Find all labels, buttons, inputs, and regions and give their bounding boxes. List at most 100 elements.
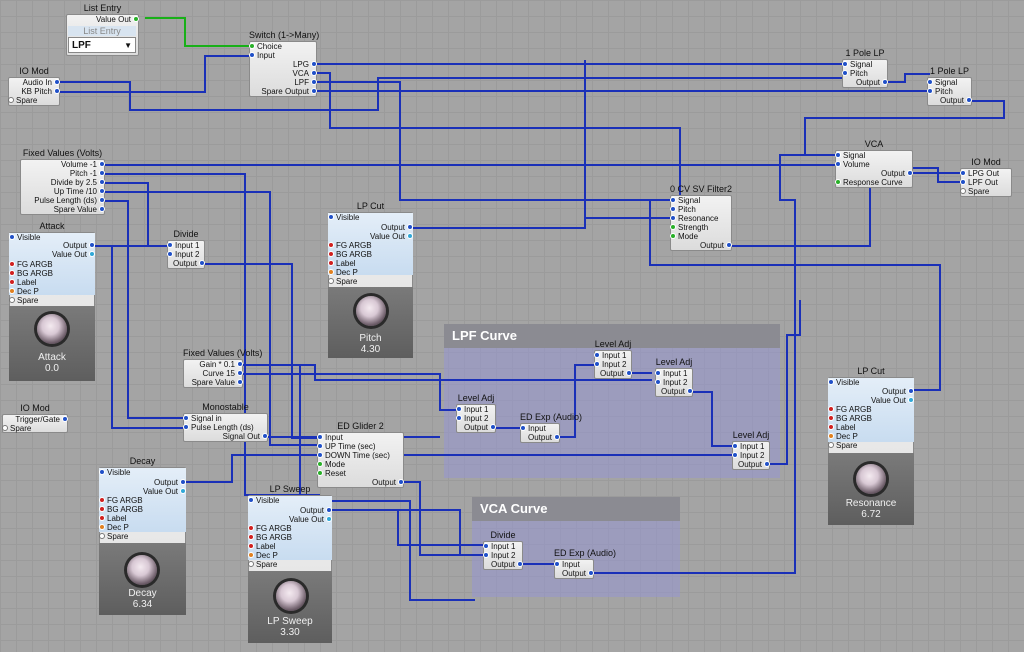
output-port[interactable]: Output (528, 433, 560, 442)
spare-value-port[interactable]: Spare Value (192, 378, 243, 387)
value-out-port[interactable]: Value Out (52, 250, 95, 259)
lpf-port[interactable]: LPF (294, 78, 317, 87)
value-out-port[interactable]: Value Out (96, 15, 139, 24)
lpg-port[interactable]: LPG (293, 60, 317, 69)
dec-p-port[interactable]: Dec P (328, 268, 358, 277)
output-port[interactable]: Output (300, 506, 332, 515)
value-out-port[interactable]: Value Out (289, 515, 332, 524)
level-adj-module[interactable]: Level Adj Input 1 Input 2 Output (732, 430, 770, 470)
ed-glider-module[interactable]: ED Glider 2 Input UP Time (sec) DOWN Tim… (317, 421, 404, 488)
volume-port[interactable]: Volume (835, 160, 870, 169)
visible-port[interactable]: Visible (99, 468, 130, 477)
fg-argb-port[interactable]: FG ARGB (248, 524, 292, 533)
io-mod-input-module[interactable]: IO Mod Audio In KB Pitch Spare (8, 66, 60, 106)
input2-port[interactable]: Input 2 (167, 250, 199, 259)
label-port[interactable]: Label (9, 278, 37, 287)
value-out-port[interactable]: Value Out (370, 232, 413, 241)
fg-argb-port[interactable]: FG ARGB (328, 241, 372, 250)
kb-pitch-port[interactable]: KB Pitch (21, 87, 60, 96)
vca-module[interactable]: VCA Signal Volume Output Response Curve (835, 139, 913, 188)
input-port[interactable]: Input (554, 560, 580, 569)
visible-port[interactable]: Visible (328, 213, 359, 222)
choice-port[interactable]: Choice (249, 42, 282, 51)
volume-port[interactable]: Volume -1 (61, 160, 105, 169)
audio-in-port[interactable]: Audio In (23, 78, 60, 87)
dec-p-port[interactable]: Dec P (9, 287, 39, 296)
signal-port[interactable]: Signal (835, 151, 865, 160)
output-port[interactable]: Output (882, 387, 914, 396)
level-adj-module[interactable]: Level Adj Input 1 Input 2 Output (594, 339, 632, 379)
output-port[interactable]: Output (700, 241, 732, 250)
pitch-port[interactable]: Pitch -1 (70, 169, 105, 178)
pulse-length-port[interactable]: Pulse Length (ds) (183, 423, 254, 432)
input-port[interactable]: Input (520, 424, 546, 433)
pulse-length-port[interactable]: Pulse Length (ds) (34, 196, 105, 205)
response-curve-port[interactable]: Response Curve (835, 178, 903, 187)
pitch-port[interactable]: Pitch (927, 87, 953, 96)
output-port[interactable]: Output (940, 96, 972, 105)
level-adj-module[interactable]: Level Adj Input 1 Input 2 Output (456, 393, 496, 433)
bg-argb-port[interactable]: BG ARGB (9, 269, 53, 278)
value-out-port[interactable]: Value Out (871, 396, 914, 405)
one-pole-lp-module[interactable]: 1 Pole LP Signal Pitch Output (842, 48, 888, 88)
resonance-knob[interactable] (856, 464, 886, 494)
label-port[interactable]: Label (328, 259, 356, 268)
fixed-values-module[interactable]: Fixed Values (Volts) Volume -1 Pitch -1 … (20, 148, 105, 215)
signal-port[interactable]: Signal (842, 60, 872, 69)
input2-port[interactable]: Input 2 (483, 551, 515, 560)
input1-port[interactable]: Input 1 (483, 542, 515, 551)
mode-port[interactable]: Mode (670, 232, 698, 241)
up-time-port[interactable]: UP Time (sec) (317, 442, 376, 451)
spare-port[interactable]: Spare (9, 296, 38, 305)
strength-port[interactable]: Strength (670, 223, 708, 232)
output-port[interactable]: Output (562, 569, 594, 578)
sv-filter-module[interactable]: 0 CV SV Filter2 Signal Pitch Resonance S… (670, 184, 732, 251)
signal-out-port[interactable]: Signal Out (223, 432, 268, 441)
visible-port[interactable]: Visible (9, 233, 40, 242)
label-port[interactable]: Label (828, 423, 856, 432)
visible-port[interactable]: Visible (248, 496, 279, 505)
output-port[interactable]: Output (856, 78, 888, 87)
lpg-out-port[interactable]: LPG Out (960, 169, 999, 178)
input2-port[interactable]: Input 2 (456, 414, 488, 423)
spare-port[interactable]: Spare (960, 187, 989, 196)
list-entry-module[interactable]: List Entry Value Out List Entry LPF▼ (66, 3, 139, 56)
output-port[interactable]: Output (600, 369, 632, 378)
label-port[interactable]: Label (248, 542, 276, 551)
monostable-module[interactable]: Monostable Signal in Pulse Length (ds) S… (183, 402, 268, 442)
output-port[interactable]: Output (661, 387, 693, 396)
input1-port[interactable]: Input 1 (655, 369, 687, 378)
input1-port[interactable]: Input 1 (732, 442, 764, 451)
output-port[interactable]: Output (154, 478, 186, 487)
spare-port[interactable]: Spare (99, 532, 128, 541)
bg-argb-port[interactable]: BG ARGB (248, 533, 292, 542)
up-time-port[interactable]: Up Time /10 (54, 187, 105, 196)
attack-knob-module[interactable]: Attack Visible Output Value Out FG ARGB … (9, 221, 95, 381)
output-port[interactable]: Output (738, 460, 770, 469)
fg-argb-port[interactable]: FG ARGB (828, 405, 872, 414)
down-time-port[interactable]: DOWN Time (sec) (317, 451, 390, 460)
bg-argb-port[interactable]: BG ARGB (328, 250, 372, 259)
spare-port[interactable]: Spare (8, 96, 37, 105)
lp-sweep-knob-module[interactable]: LP Sweep Visible Output Value Out FG ARG… (248, 484, 332, 643)
spare-port[interactable]: Spare (248, 560, 277, 569)
input2-port[interactable]: Input 2 (732, 451, 764, 460)
trigger-gate-port[interactable]: Trigger/Gate (15, 415, 68, 424)
spare-output-port[interactable]: Spare Output (261, 87, 317, 96)
value-out-port[interactable]: Value Out (143, 487, 186, 496)
output-port[interactable]: Output (491, 560, 523, 569)
spare-port[interactable]: Spare (828, 441, 857, 450)
mode-port[interactable]: Mode (317, 460, 345, 469)
decay-knob-module[interactable]: Decay Visible Output Value Out FG ARGB B… (99, 456, 186, 615)
spare-value-port[interactable]: Spare Value (54, 205, 105, 214)
input2-port[interactable]: Input 2 (594, 360, 626, 369)
fg-argb-port[interactable]: FG ARGB (9, 260, 53, 269)
bg-argb-port[interactable]: BG ARGB (828, 414, 872, 423)
curve-port[interactable]: Curve 15 (203, 369, 243, 378)
io-mod-trigger-module[interactable]: IO Mod Trigger/Gate Spare (2, 403, 68, 433)
fg-argb-port[interactable]: FG ARGB (99, 496, 143, 505)
visible-port[interactable]: Visible (828, 378, 859, 387)
pitch-port[interactable]: Pitch (842, 69, 868, 78)
ed-exp-module[interactable]: ED Exp (Audio) Input Output (520, 412, 582, 443)
one-pole-lp-module[interactable]: 1 Pole LP Signal Pitch Output (927, 66, 972, 106)
